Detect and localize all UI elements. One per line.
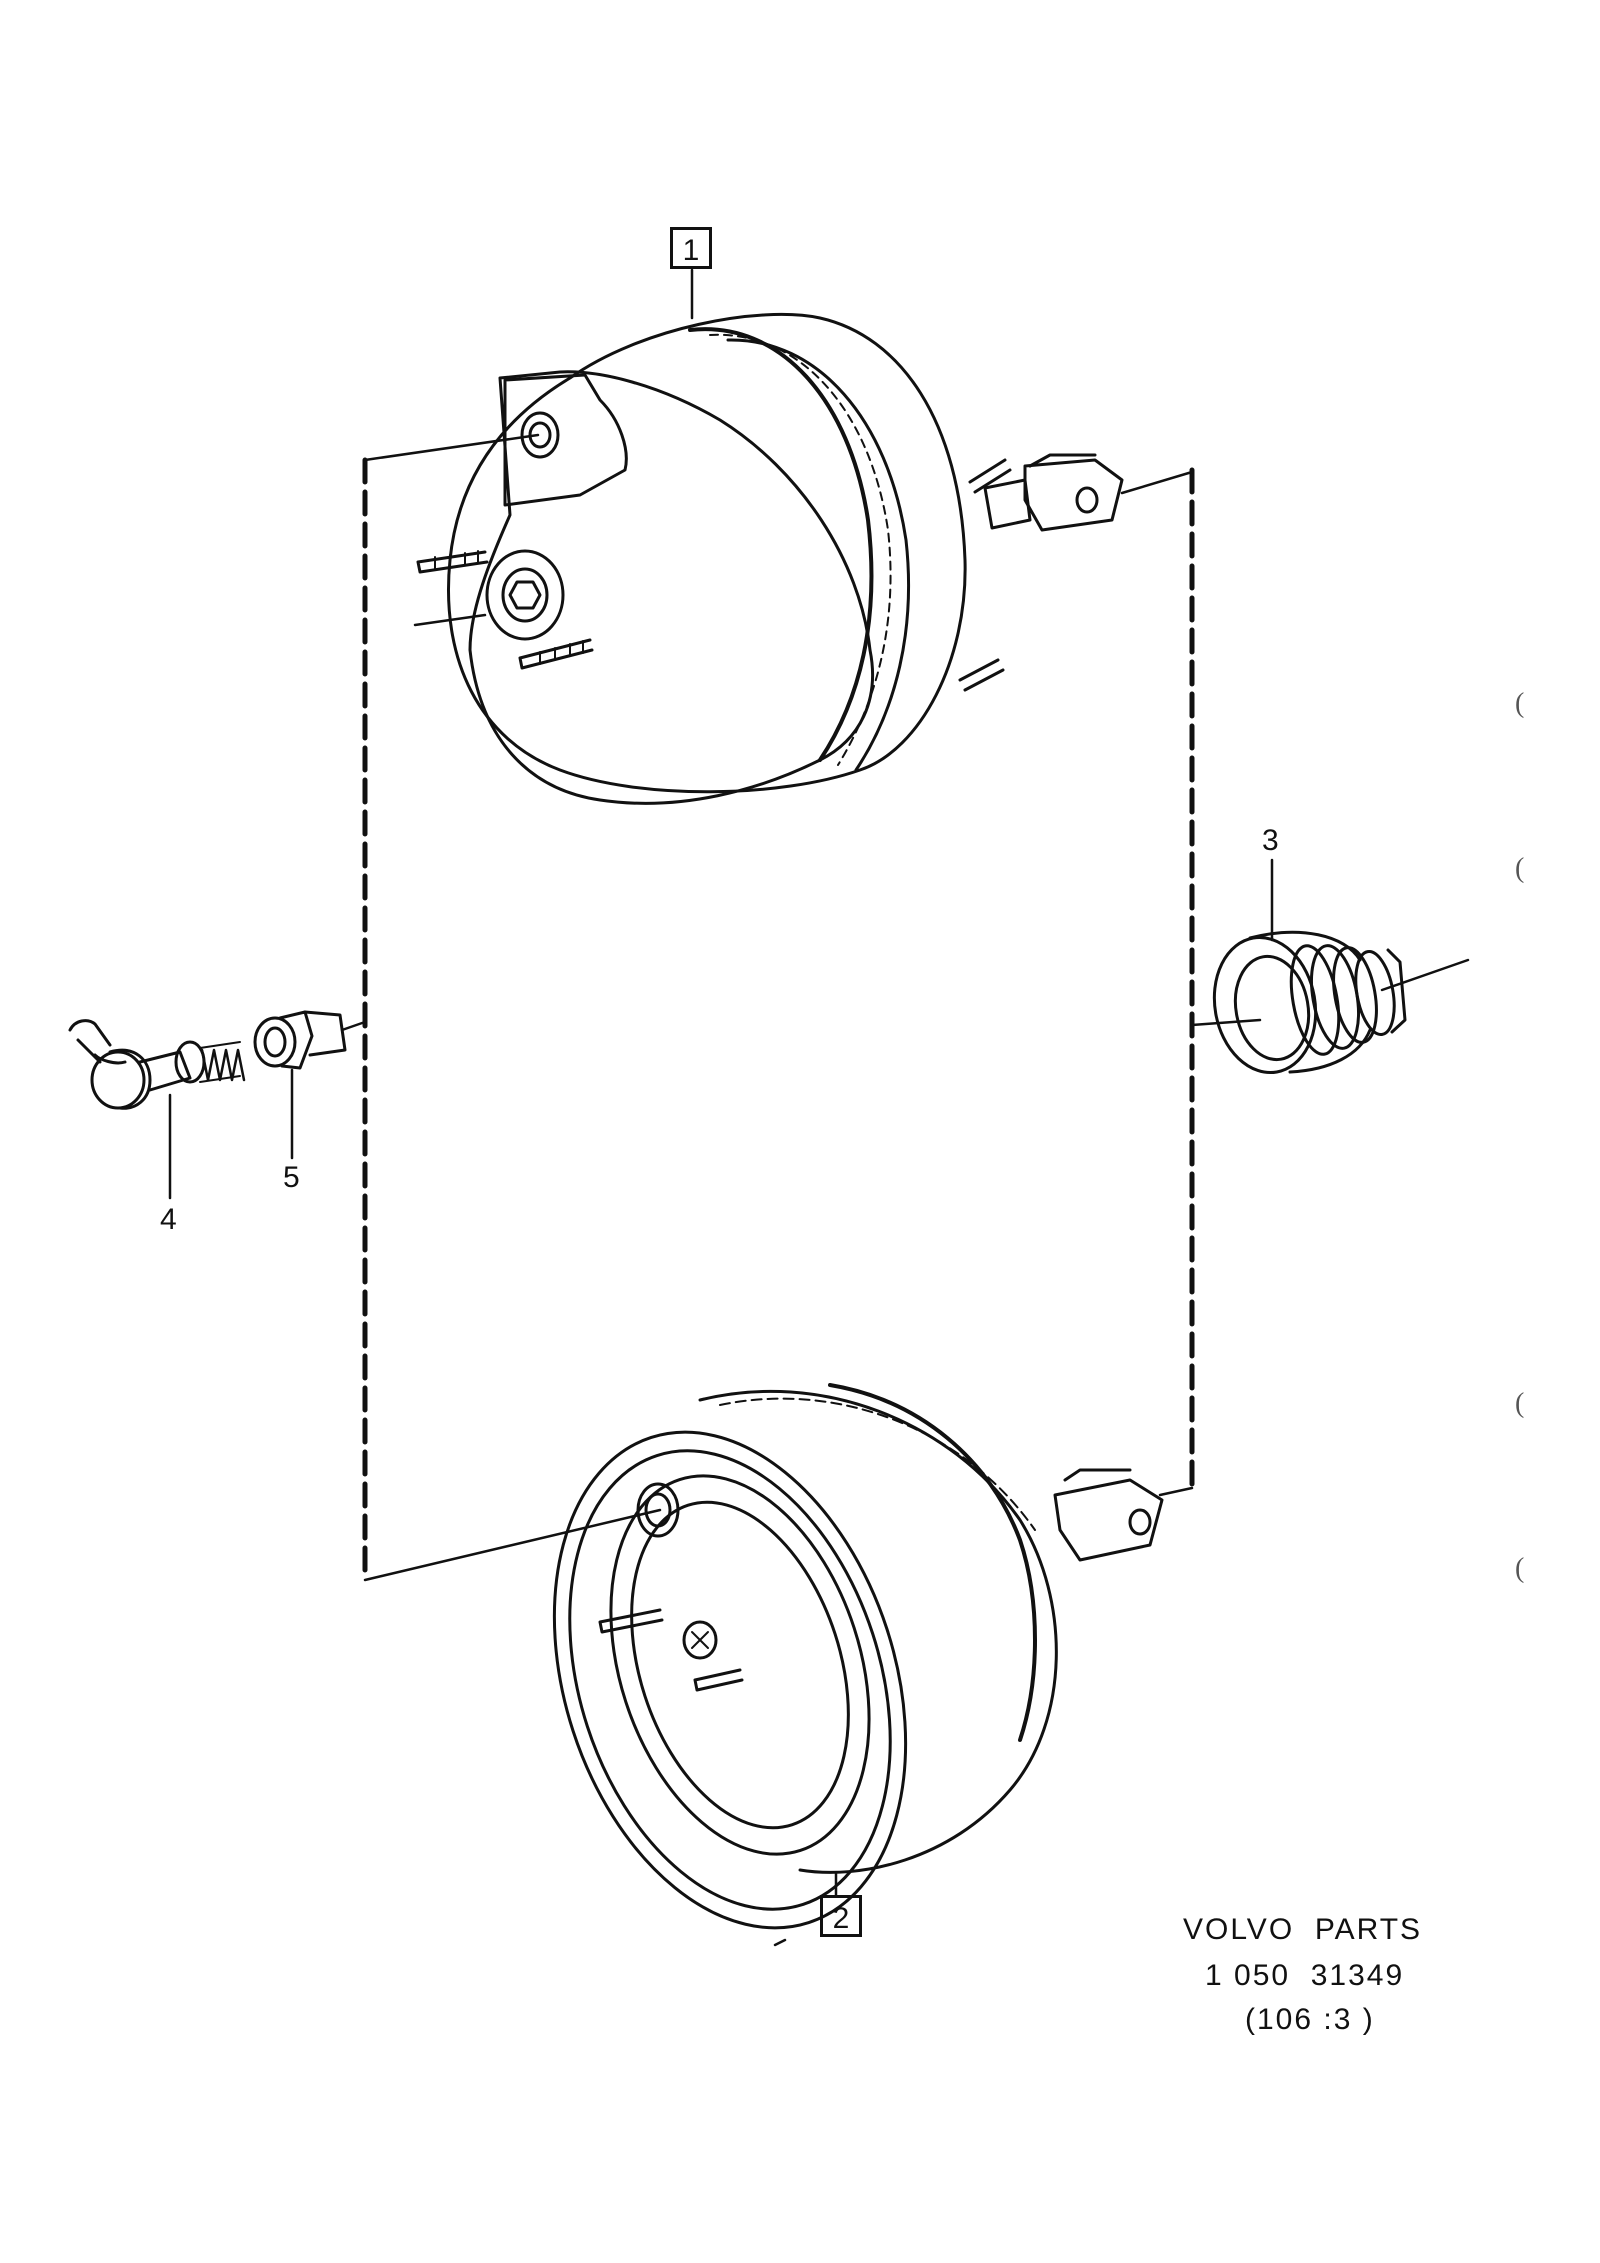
brake-booster-2 [552, 1383, 1164, 1930]
part-5-seal-ring [253, 1010, 347, 1070]
margin-mark: ( [1515, 1553, 1525, 1584]
brake-booster-1 [416, 312, 1124, 805]
part-label-1: 1 [670, 227, 712, 269]
part-3-bellows [1212, 930, 1407, 1075]
leader-lines [340, 433, 1470, 1582]
label-leaders [168, 268, 1274, 1947]
part-label-5: 5 [283, 1161, 300, 1194]
caption-reference: (106 :3 ) [1245, 2003, 1375, 2036]
dashed-assembly-frame [362, 457, 1195, 1583]
part-label-4: 4 [160, 1203, 177, 1236]
part-label-2: 2 [820, 1895, 862, 1937]
caption-part-number: 1 050 31349 [1205, 1959, 1405, 1992]
part-label-3: 3 [1262, 824, 1279, 857]
margin-mark: ( [1515, 853, 1525, 884]
margin-mark: ( [1515, 1388, 1525, 1419]
caption-brand: VOLVO PARTS [1183, 1913, 1423, 1946]
margin-mark: ( [1515, 688, 1525, 719]
part-4-elbow-connector [68, 1019, 246, 1110]
